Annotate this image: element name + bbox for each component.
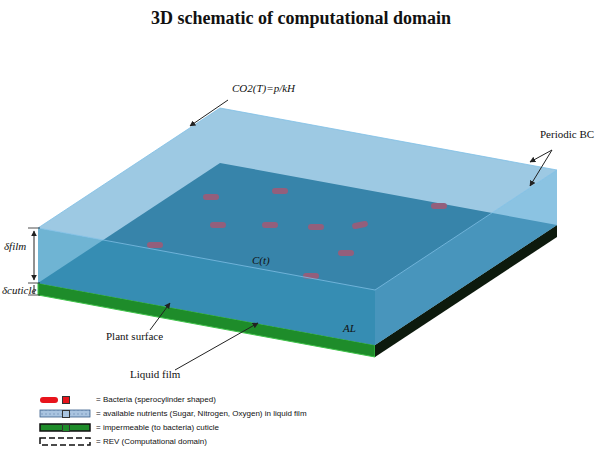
legend-text: = Bacteria (sperocylinder shaped) (96, 395, 216, 404)
legend-text: = impermeable (to bacteria) cuticle (96, 423, 219, 432)
legend-swatch (62, 424, 70, 432)
diagram-title: 3D schematic of computational domain (0, 8, 602, 29)
legend-swatch (62, 396, 70, 404)
legend-text: = REV (Computational domain) (96, 437, 207, 446)
legend-swatch (62, 410, 70, 418)
annotation-label: Periodic BC (540, 128, 594, 140)
annotation-label: δcuticle (2, 284, 36, 296)
annotation-label: δfilm (4, 240, 26, 252)
annotation-label: C(t) (252, 254, 270, 266)
annotation-label: AL (343, 322, 356, 334)
legend-text: = available nutrients (Sugar, Nitrogen, … (96, 409, 307, 418)
annotation-label: CO2(T)=p/kH (232, 82, 295, 94)
annotation-label: Liquid film (130, 368, 180, 380)
annotation-label: Plant surface (106, 330, 163, 342)
